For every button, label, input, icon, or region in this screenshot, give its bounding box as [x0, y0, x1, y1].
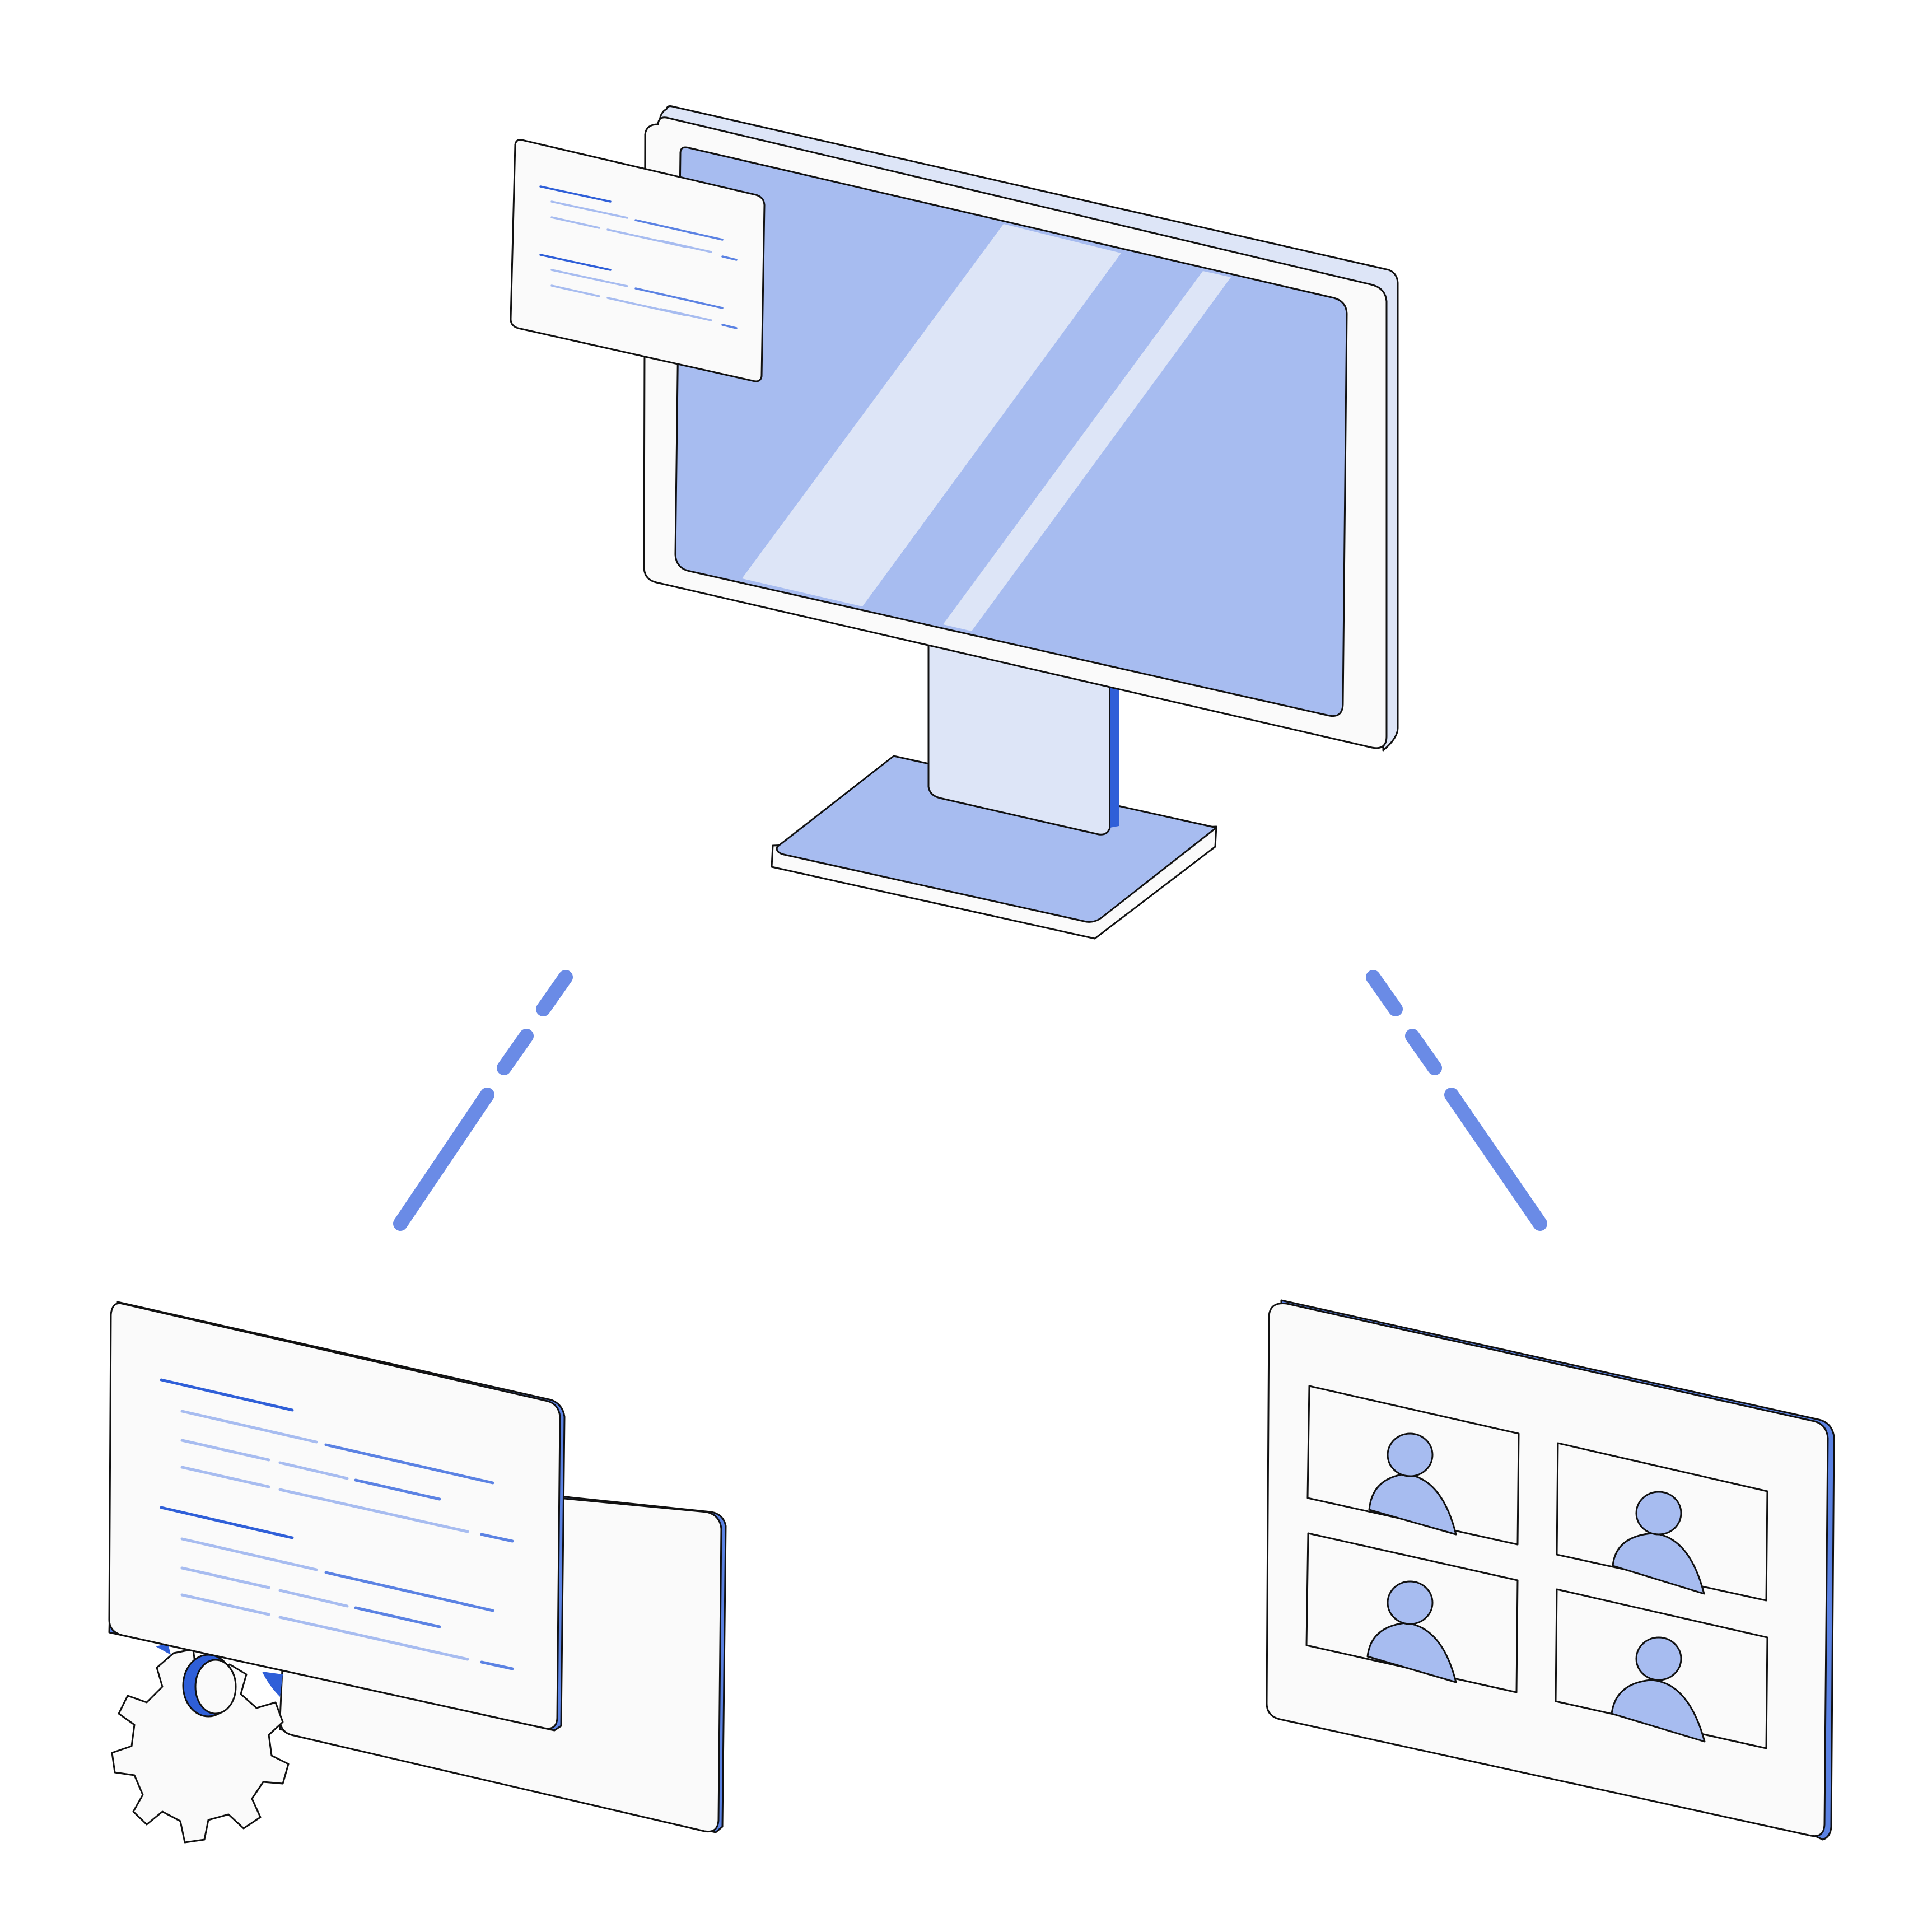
- floating-document-lines: [539, 185, 738, 329]
- floating-document-card: [510, 139, 766, 382]
- user-avatar-head: [1635, 1491, 1682, 1536]
- monitor-stand: [927, 632, 1111, 836]
- connector-left: [393, 970, 573, 1231]
- monitor-stand-side: [1110, 686, 1119, 828]
- gear-tooth-shadow-left: [156, 1644, 171, 1655]
- user-avatar-head: [1387, 1580, 1434, 1625]
- video-tile: [1305, 1532, 1519, 1693]
- monitor-base-top: [776, 755, 1217, 923]
- gear-hole-inner: [194, 1659, 237, 1715]
- gear-icon: [111, 1644, 290, 1844]
- video-tile: [1555, 1588, 1768, 1749]
- video-tile: [1306, 1385, 1520, 1546]
- floating-document-icon: [510, 139, 766, 382]
- video-conference-icon: [1266, 1299, 1835, 1841]
- document-settings-icon: [108, 1301, 727, 1844]
- user-avatar-head: [1387, 1432, 1434, 1477]
- gear-tooth-shadow: [262, 1672, 283, 1697]
- screen-glare-wide: [742, 224, 1121, 606]
- monitor-icon: [643, 105, 1399, 940]
- video-tile: [1556, 1442, 1768, 1602]
- connector-right: [1366, 970, 1547, 1231]
- front-document: [108, 1302, 561, 1730]
- front-document-lines: [160, 1378, 514, 1670]
- gear-body: [111, 1648, 290, 1844]
- user-avatar-head: [1635, 1636, 1682, 1681]
- screen-glare-narrow: [943, 271, 1231, 631]
